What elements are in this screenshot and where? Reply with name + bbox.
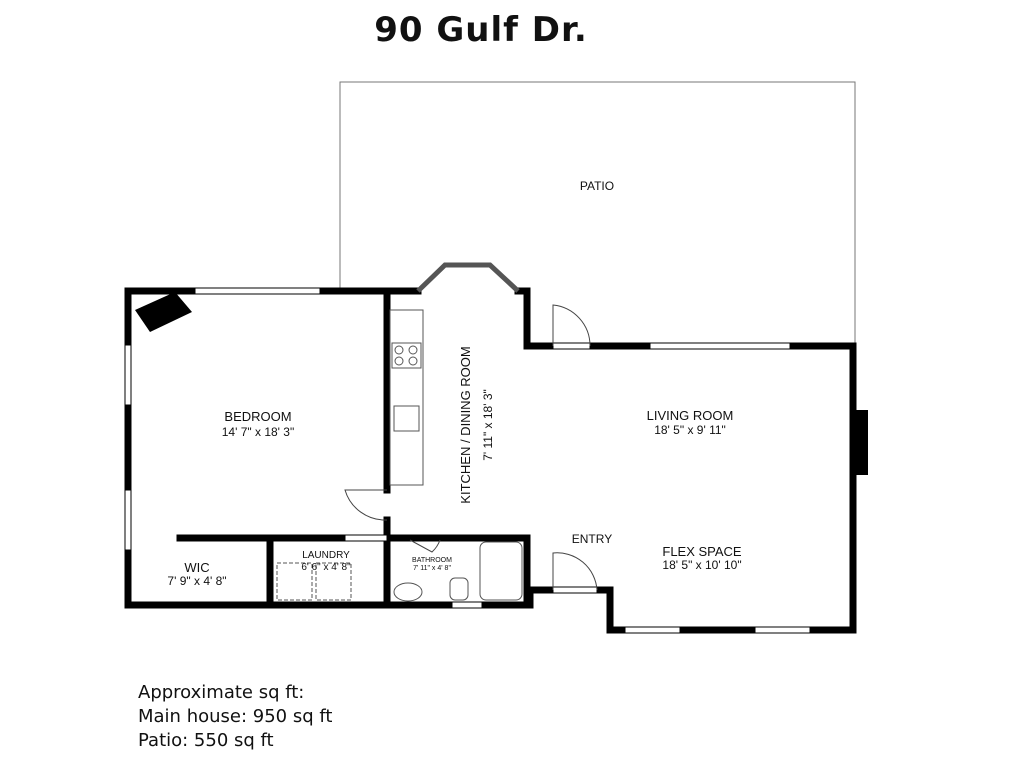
wic-label: WIC [184,560,209,575]
entry-label: ENTRY [572,532,612,546]
wic-size: 7' 9" x 4' 8" [167,574,226,588]
flex-space-size: 18' 5" x 10' 10" [662,558,741,572]
notes-heading: Approximate sq ft: [138,682,305,703]
kitchen-counter [389,309,424,486]
corner-fireplace [135,292,192,332]
bathroom-fixtures [276,541,523,602]
living-room-label: LIVING ROOM [647,408,734,423]
bedroom-size: 14' 7" x 18' 3" [222,425,294,439]
bedroom-label: BEDROOM [224,409,291,424]
windows [124,287,811,634]
patio-outline [339,81,856,346]
bathroom-size: 7' 11" x 4' 8" [413,565,451,572]
patio-sqft: Patio: 550 sq ft [138,730,274,751]
main-house-sqft: Main house: 950 sq ft [138,706,333,727]
laundry-size: 6' 6" x 4' 8" [301,562,351,573]
bathroom-label: BATHROOM [412,557,452,564]
patio-label: PATIO [580,179,614,193]
laundry-label: LAUNDRY [302,550,350,561]
doors [344,304,598,591]
living-room-size: 18' 5" x 9' 11" [654,423,726,437]
fireplace [853,410,868,475]
bay-window [416,262,520,293]
plan-title: 90 Gulf Dr. [374,10,588,50]
kitchen-size: 7' 11" x 18' 3" [481,389,495,461]
square-footage-notes: Approximate sq ft: Main house: 950 sq ft… [138,681,332,753]
flex-space-label: FLEX SPACE [662,544,742,559]
kitchen-label: KITCHEN / DINING ROOM [458,346,473,503]
